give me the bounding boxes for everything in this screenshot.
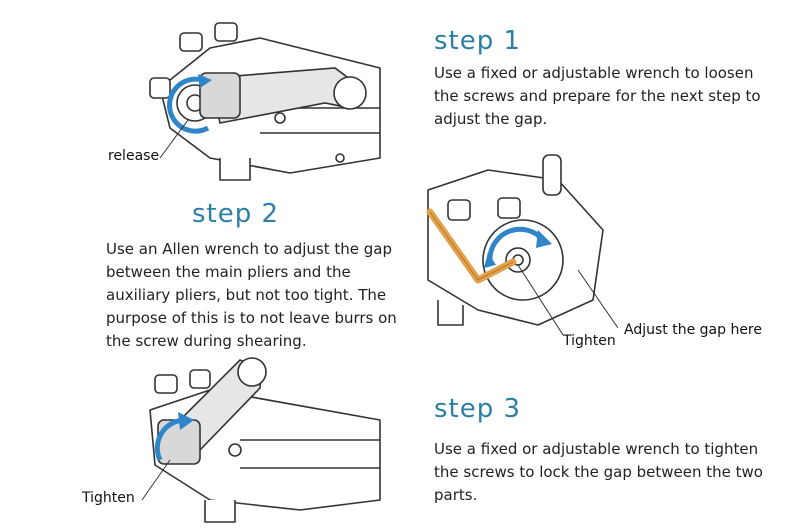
step3-illustration (141, 357, 381, 523)
rotation-arrow-icon (487, 226, 545, 261)
wrench-icon (199, 67, 367, 124)
release-label: release (108, 148, 160, 164)
tighten-label-step3: Tighten (82, 490, 135, 506)
wrench-icon (157, 357, 267, 465)
rotation-arrow-icon (154, 417, 186, 462)
adjust-gap-label: Adjust the gap here (624, 322, 762, 338)
step1-title: step 1 (434, 26, 522, 56)
step1-illustration (149, 22, 381, 181)
step3-title: step 3 (434, 394, 522, 424)
tighten-label-step2: Tighten (563, 333, 616, 349)
step1-description: Use a fixed or adjustable wrench to loos… (434, 64, 761, 128)
step2-title: step 2 (192, 199, 280, 229)
step2-description: Use an Allen wrench to adjust the gap be… (106, 240, 397, 350)
step2-illustration (426, 154, 618, 335)
rotation-arrow-icon (167, 76, 210, 134)
step3-description: Use a fixed or adjustable wrench to tigh… (434, 440, 763, 504)
